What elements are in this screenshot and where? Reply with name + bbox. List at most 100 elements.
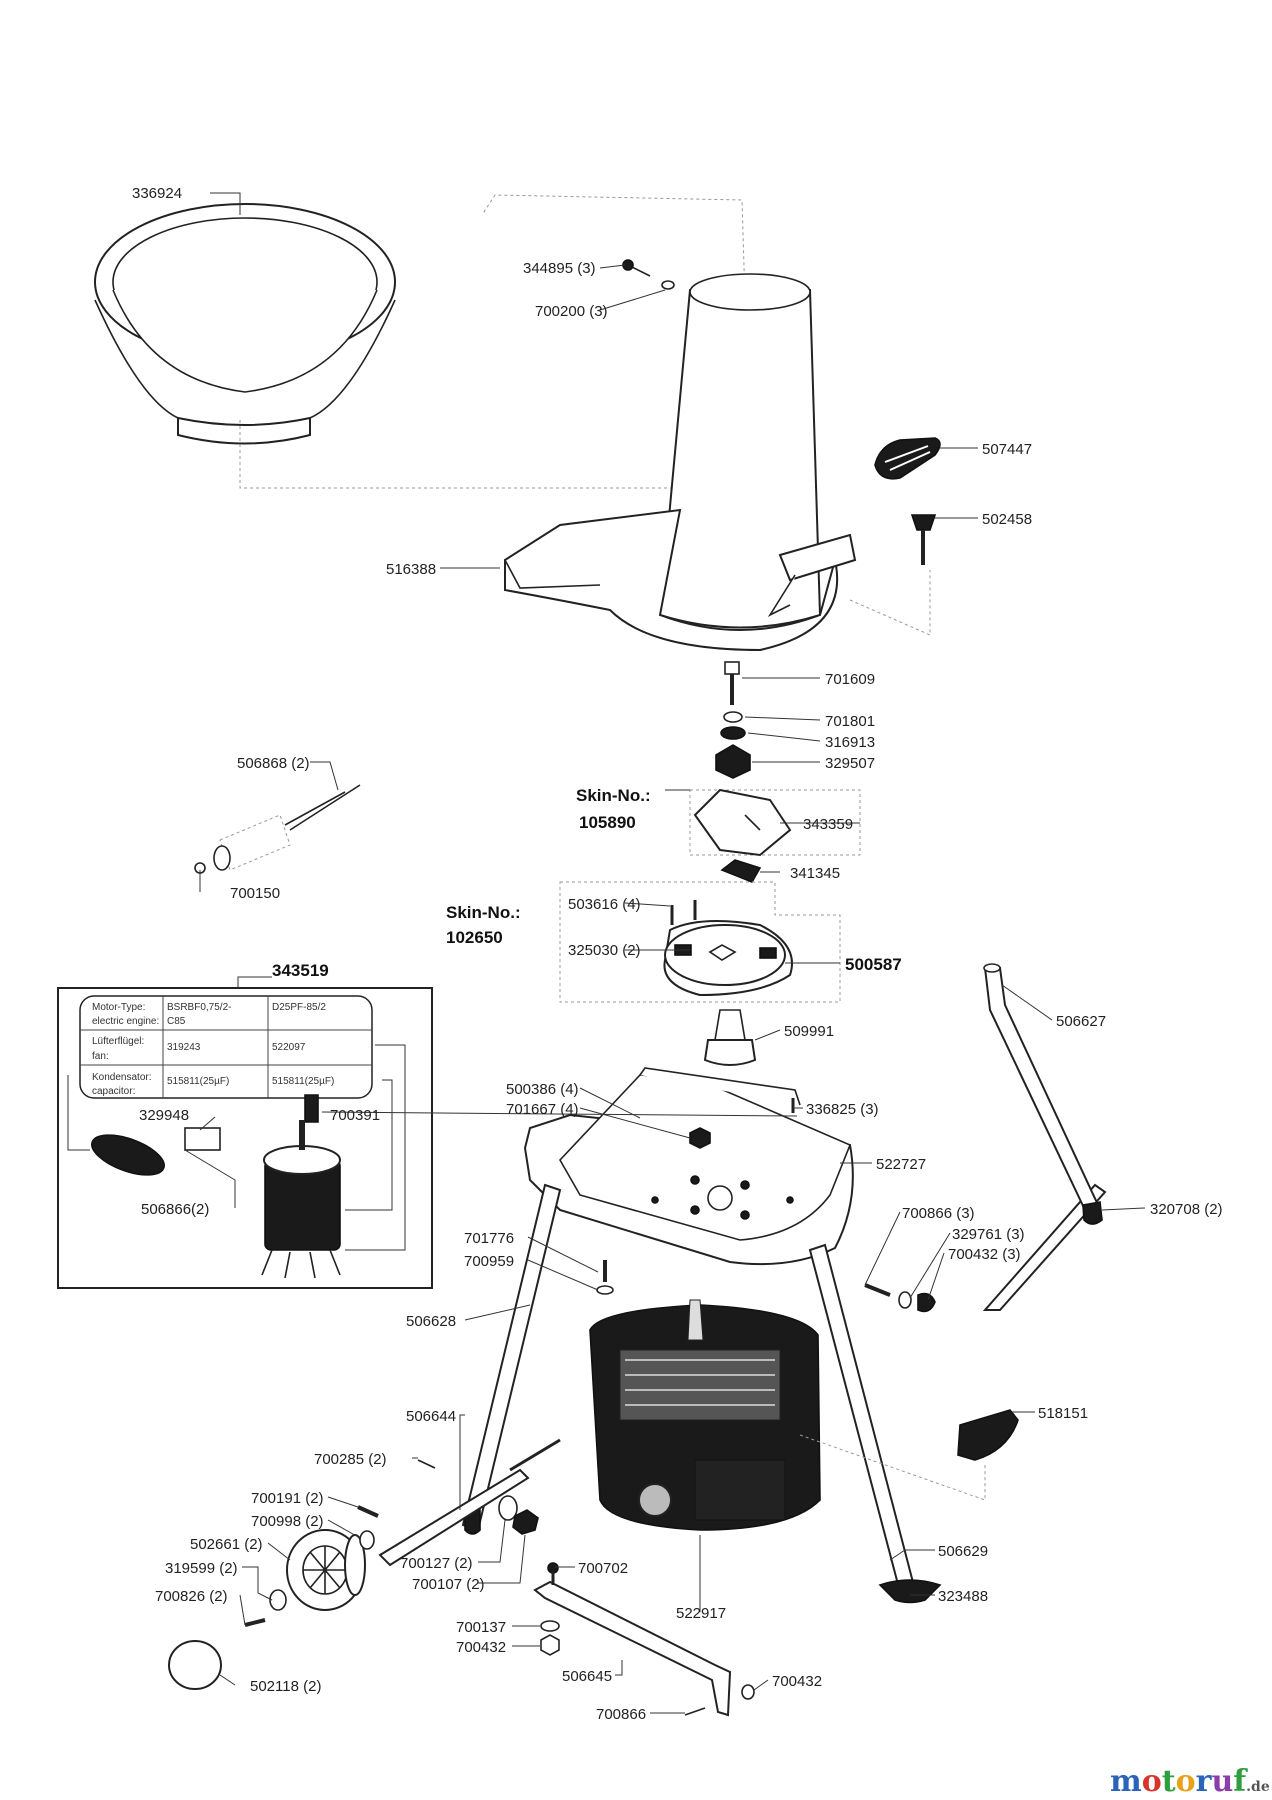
label-522917: 522917 bbox=[676, 1605, 726, 1622]
label-700137: 700137 bbox=[456, 1619, 506, 1636]
table-r1-label-a: Motor-Type: bbox=[92, 1002, 145, 1013]
label-700391: 700391 bbox=[330, 1107, 380, 1124]
hopper-bowl bbox=[94, 203, 396, 445]
table-r2-label-a: Lüfterflügel: bbox=[92, 1036, 144, 1047]
label-700866b: 700866 bbox=[596, 1706, 646, 1723]
label-506629: 506629 bbox=[938, 1543, 988, 1560]
bolt-700826 bbox=[244, 1618, 266, 1627]
label-507447: 507447 bbox=[982, 441, 1032, 458]
label-343359: 343359 bbox=[803, 816, 853, 833]
label-509991: 509991 bbox=[784, 1023, 834, 1040]
table-r2-col1: 319243 bbox=[167, 1042, 201, 1053]
label-343519: 343519 bbox=[272, 961, 329, 980]
table-r3-col2: 515811(25µF) bbox=[272, 1076, 334, 1087]
label-700826: 700826 (2) bbox=[155, 1588, 228, 1605]
label-502661: 502661 (2) bbox=[190, 1536, 263, 1553]
label-516388: 516388 bbox=[386, 561, 436, 578]
label-319599: 319599 (2) bbox=[165, 1560, 238, 1577]
brand-logo: motoruf.de bbox=[1110, 1764, 1270, 1799]
label-344895: 344895 (3) bbox=[523, 260, 596, 277]
screw-701776 bbox=[596, 1260, 614, 1295]
table-r1-col1-b: C85 bbox=[167, 1016, 186, 1027]
label-316913: 316913 bbox=[825, 734, 875, 751]
capacitor-506868 bbox=[194, 784, 361, 874]
label-506644: 506644 bbox=[406, 1408, 456, 1425]
container-522917 bbox=[589, 1299, 821, 1531]
table-r3-col1: 515811(25µF) bbox=[167, 1076, 229, 1087]
table-r1-label-b: electric engine: bbox=[92, 1016, 159, 1027]
label-700959: 700959 bbox=[464, 1253, 514, 1270]
feed-chute bbox=[504, 273, 857, 652]
washer-319599 bbox=[269, 1589, 287, 1611]
legs bbox=[461, 1183, 1107, 1604]
table-r3-label-a: Kondensator: bbox=[92, 1072, 152, 1083]
label-700191: 700191 (2) bbox=[251, 1490, 324, 1507]
washer-316913 bbox=[720, 726, 746, 740]
grip-507447 bbox=[874, 437, 941, 480]
label-329948: 329948 bbox=[139, 1107, 189, 1124]
clip-341345 bbox=[720, 859, 762, 884]
label-700107: 700107 (2) bbox=[412, 1576, 485, 1593]
skin-102650-title: Skin-No.: bbox=[446, 903, 521, 922]
part-labels: 336924 344895 (3) 700200 (3) 507447 5024… bbox=[132, 185, 1223, 1723]
nut-700432b bbox=[540, 1634, 560, 1656]
label-700285: 700285 (2) bbox=[314, 1451, 387, 1468]
label-500386: 500386 (4) bbox=[506, 1081, 579, 1098]
screw-344895 bbox=[622, 259, 651, 277]
label-506627: 506627 bbox=[1056, 1013, 1106, 1030]
label-329507: 329507 bbox=[825, 755, 875, 772]
table-r2-col2: 522097 bbox=[272, 1042, 306, 1053]
label-701801: 701801 bbox=[825, 713, 875, 730]
skin-105890-number: 105890 bbox=[579, 813, 636, 832]
label-336825: 336825 (3) bbox=[806, 1101, 879, 1118]
coupling-509991 bbox=[703, 1009, 757, 1066]
axle-506644 bbox=[378, 1438, 561, 1567]
label-329761: 329761 (3) bbox=[952, 1226, 1025, 1243]
leader-lines bbox=[184, 192, 1146, 1714]
table-r1-col2: D25PF-85/2 bbox=[272, 1002, 326, 1013]
washer-700998 bbox=[359, 1530, 375, 1550]
washer-700200 bbox=[661, 280, 675, 290]
motor-506866 bbox=[261, 1120, 341, 1279]
bolt-700866b bbox=[684, 1707, 706, 1716]
label-701776: 701776 bbox=[464, 1230, 514, 1247]
label-701609: 701609 bbox=[825, 671, 875, 688]
label-700998: 700998 (2) bbox=[251, 1513, 324, 1530]
skin-343359 bbox=[689, 788, 861, 857]
washer-701801 bbox=[723, 711, 743, 723]
strut-506645 bbox=[533, 1562, 732, 1717]
label-506866: 506866(2) bbox=[141, 1201, 209, 1218]
nut-700432c bbox=[741, 1684, 755, 1700]
label-323488: 323488 bbox=[938, 1588, 988, 1605]
leg-506627 bbox=[983, 963, 1103, 1225]
washer-700127 bbox=[498, 1495, 518, 1521]
label-518151: 518151 bbox=[1038, 1405, 1088, 1422]
motor-kit-box bbox=[57, 987, 433, 1289]
table-r3-label-b: capacitor: bbox=[92, 1086, 135, 1097]
bolt-701609 bbox=[724, 661, 740, 705]
screw-700866-set bbox=[864, 1283, 936, 1313]
label-502458: 502458 bbox=[982, 511, 1032, 528]
label-506628: 506628 bbox=[406, 1313, 456, 1330]
nut-329507 bbox=[715, 744, 751, 779]
label-700432c: 700432 bbox=[772, 1673, 822, 1690]
hubcap-502118 bbox=[168, 1640, 222, 1690]
label-701667: 701667 (4) bbox=[506, 1101, 579, 1118]
nut-700107 bbox=[512, 1509, 539, 1535]
table-r1-col1-a: BSRBF0,75/2- bbox=[167, 1002, 231, 1013]
motor-table: Motor-Type: electric engine: BSRBF0,75/2… bbox=[92, 1002, 334, 1097]
label-700702: 700702 bbox=[578, 1560, 628, 1577]
latch-518151 bbox=[799, 1409, 1019, 1501]
label-503616: 503616 (4) bbox=[568, 896, 641, 913]
label-700432a: 700432 (3) bbox=[948, 1246, 1021, 1263]
skin-105890-title: Skin-No.: bbox=[576, 786, 651, 805]
label-336924: 336924 bbox=[132, 185, 182, 202]
washer-700137 bbox=[540, 1620, 560, 1632]
label-700866a: 700866 (3) bbox=[902, 1205, 975, 1222]
label-320708: 320708 (2) bbox=[1150, 1201, 1223, 1218]
label-325030: 325030 (2) bbox=[568, 942, 641, 959]
table-r2-label-b: fan: bbox=[92, 1051, 109, 1062]
label-700432b: 700432 bbox=[456, 1639, 506, 1656]
label-522727: 522727 bbox=[876, 1156, 926, 1173]
